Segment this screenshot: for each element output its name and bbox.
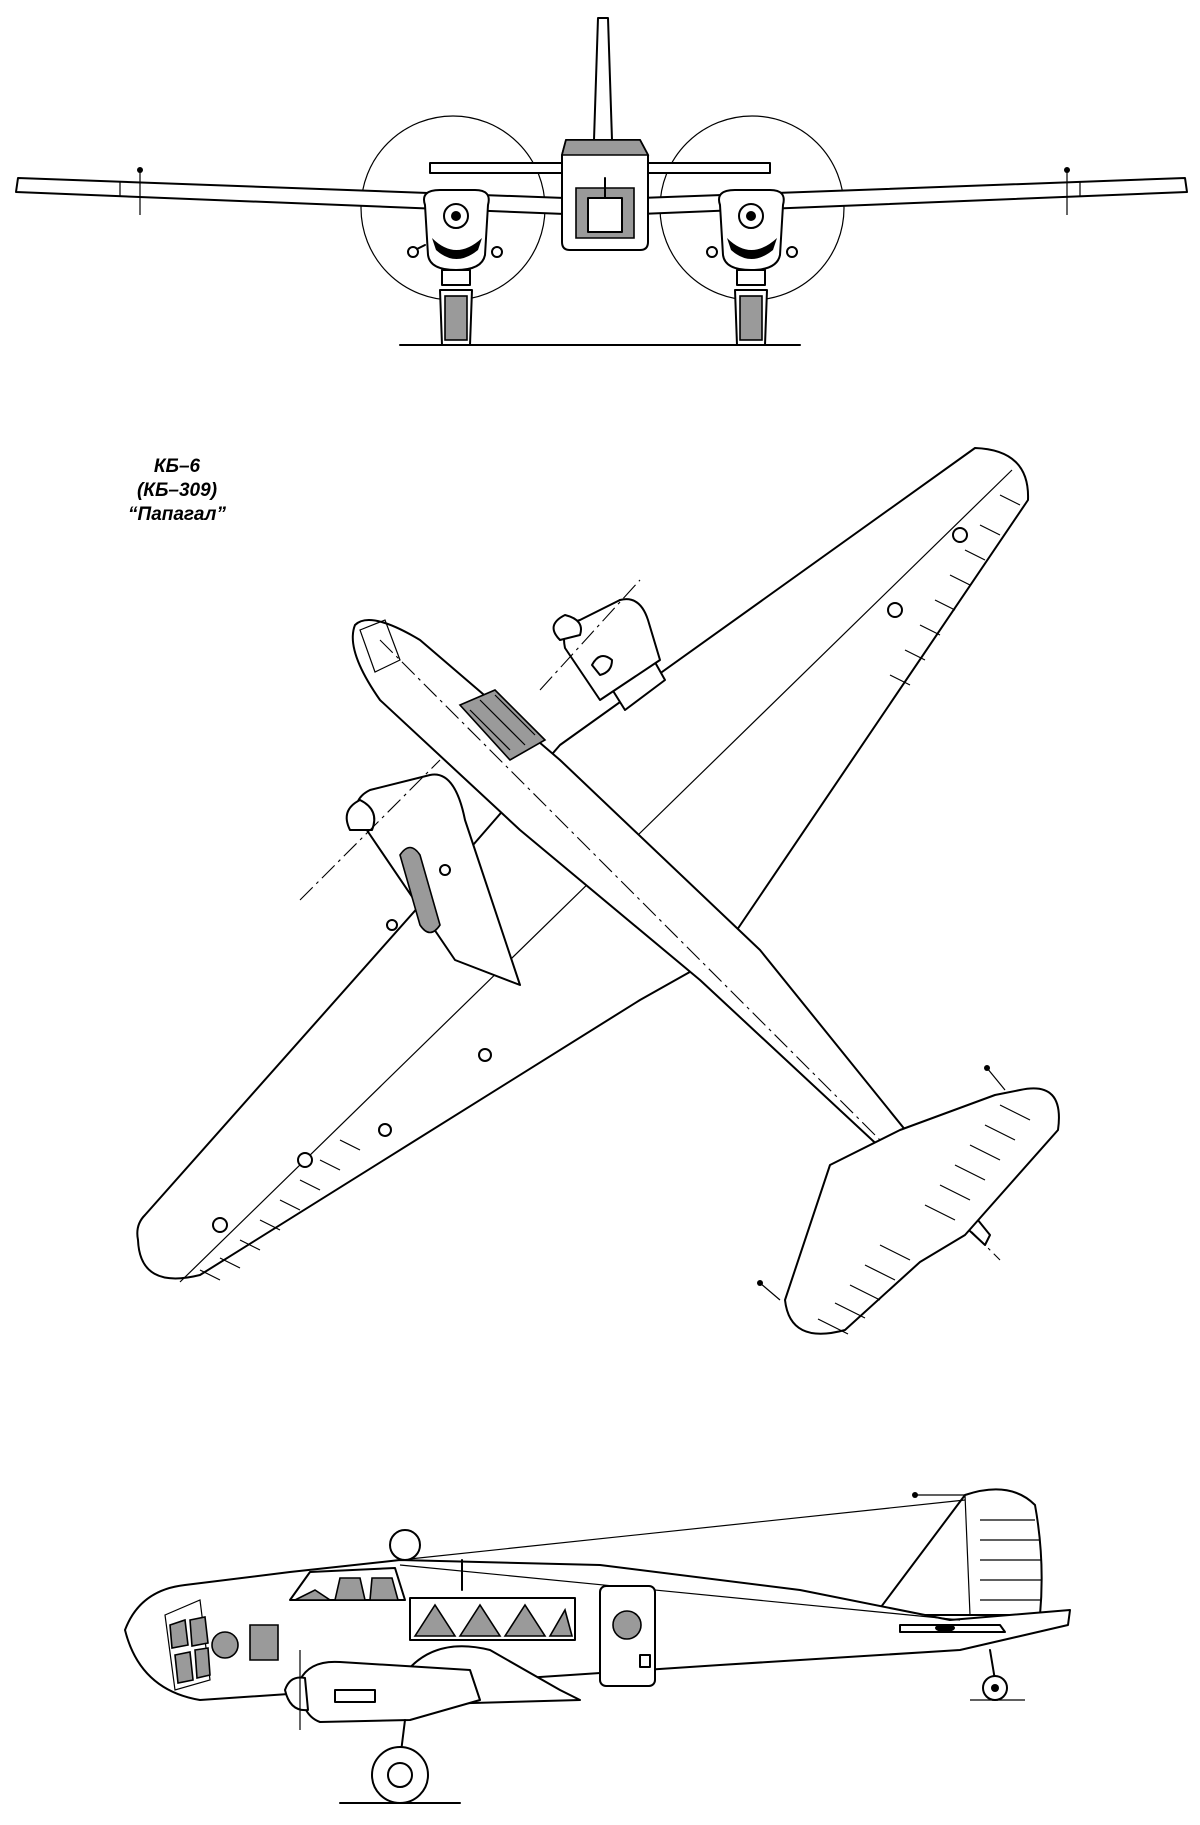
plan-lower-nacelle <box>345 773 521 986</box>
alt-designation-label: (КБ–309) <box>136 480 218 501</box>
left-nacelle-front <box>407 189 503 346</box>
front-fin <box>593 17 613 141</box>
side-fin <box>874 1488 1043 1616</box>
side-nacelle <box>299 1660 481 1723</box>
right-nacelle-front <box>706 189 798 346</box>
front-view <box>15 17 1188 346</box>
aircraft-name-label: “Папагал” <box>128 504 226 525</box>
plan-tailplane <box>784 1087 1060 1335</box>
title-block: КБ–6 (КБ–309) “Папагал” <box>112 455 242 527</box>
plan-fuselage <box>351 619 991 1246</box>
side-view <box>124 1488 1071 1804</box>
plan-upper-nacelle <box>552 598 666 711</box>
plan-view <box>136 447 1060 1335</box>
designation-label: КБ–6 <box>153 456 201 477</box>
